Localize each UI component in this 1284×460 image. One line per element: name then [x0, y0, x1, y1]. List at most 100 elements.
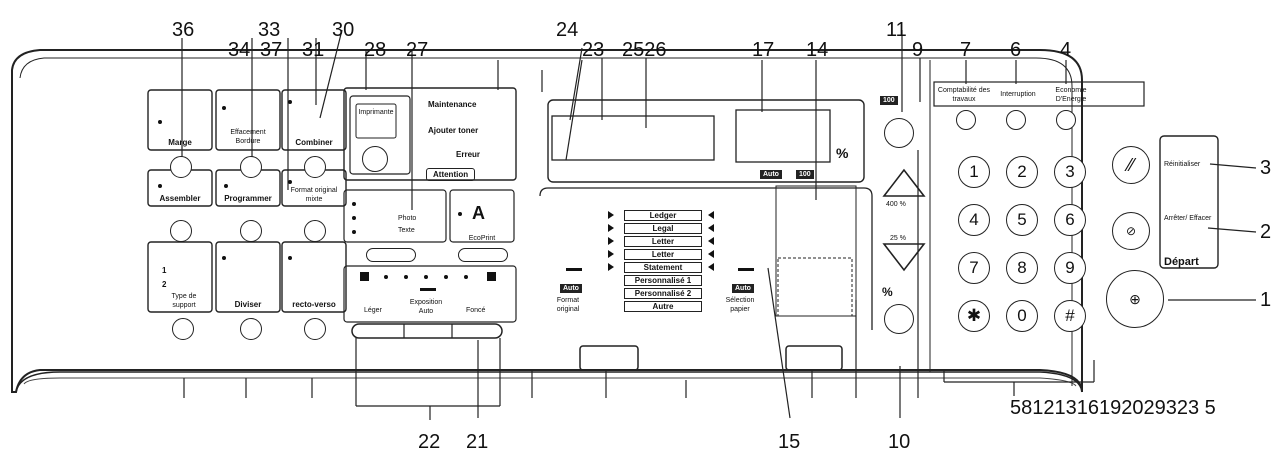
zoom-percent-button[interactable] [884, 304, 914, 334]
type-support-box [147, 241, 213, 313]
diviser-button[interactable] [240, 318, 262, 340]
imprimante-button[interactable] [362, 146, 388, 172]
recto-verso-box [281, 241, 347, 313]
keypad-key[interactable]: 6 [1054, 204, 1086, 236]
percent-display [735, 109, 831, 163]
keypad-key[interactable]: ✱ [958, 300, 990, 332]
ecoprint-label: EcoPrint [468, 235, 496, 242]
interruption-button[interactable] [1006, 110, 1026, 130]
type-support-option-2: 2 [162, 280, 167, 289]
keypad-key[interactable]: 9 [1054, 252, 1086, 284]
zoom-400-label: 400 % [886, 201, 906, 208]
paper-arrow-left-icon [708, 250, 714, 258]
attention-label: Attention [426, 168, 476, 181]
paper-arrow-right-icon [608, 263, 614, 271]
arreter-button[interactable]: ⊘ [1112, 212, 1150, 250]
callout-3: 3 [1260, 157, 1272, 179]
keypad-key[interactable]: 2 [1006, 156, 1038, 188]
programmer-label: Programmer [224, 194, 272, 203]
panel-outline [11, 49, 1083, 393]
paper-section-frame [539, 187, 873, 330]
format-mixte-button[interactable] [304, 220, 326, 242]
zoom-down-triangle [882, 243, 926, 272]
imprimante-frame [355, 103, 397, 139]
type-support-button[interactable] [172, 318, 194, 340]
paper-size-row: Personnalisé 2 [624, 288, 702, 299]
economie-button[interactable] [1056, 110, 1076, 130]
quality-block [343, 189, 447, 243]
keypad-key[interactable]: 8 [1006, 252, 1038, 284]
display-frame [547, 99, 865, 183]
paper-btn-frame [785, 345, 843, 371]
callout-9: 9 [912, 39, 924, 61]
recto-verso-button[interactable] [304, 318, 326, 340]
arreter-label: Arrêter/ Effacer [1164, 215, 1212, 222]
leger-label: Léger [364, 307, 382, 314]
paper-arrow-right-icon [608, 237, 614, 245]
callout-1: 1 [1260, 289, 1272, 311]
callout-7: 7 [960, 39, 972, 61]
programmer-button[interactable] [240, 220, 262, 242]
cassette-dashed [777, 257, 853, 317]
format-original-auto-badge: Auto [560, 284, 582, 293]
paper-size-row: Ledger [624, 210, 702, 221]
callout-4: 4 [1060, 39, 1072, 61]
erreur-label: Erreur [456, 150, 481, 159]
keypad-key[interactable]: 3 [1054, 156, 1086, 188]
assembler-button[interactable] [170, 220, 192, 242]
interruption-label: Interruption [1000, 91, 1036, 98]
ecoprint-a-icon: A [472, 203, 485, 223]
comptabilite-button[interactable] [956, 110, 976, 130]
quality-button[interactable] [366, 248, 416, 262]
ecoprint-block [449, 189, 515, 243]
diviser-led [222, 256, 226, 260]
paper-size-row: Statement [624, 262, 702, 273]
depart-button[interactable]: ⊕ [1106, 270, 1164, 328]
marge-button[interactable] [170, 156, 192, 178]
quality-led-3 [352, 230, 356, 234]
ecoprint-button[interactable] [458, 248, 508, 262]
exposure-dot-4 [444, 275, 448, 279]
callout-23: 23 [582, 39, 605, 61]
marge-led [158, 120, 162, 124]
exposure-auto-led [420, 288, 436, 291]
selection-papier-auto-badge: Auto [732, 284, 754, 293]
ajouter-toner-label: Ajouter toner [428, 126, 479, 135]
reinitialiser-label: Réinitialiser [1164, 161, 1201, 168]
effacement-button[interactable] [240, 156, 262, 178]
cassette-frame [775, 185, 857, 317]
reinitialiser-button[interactable]: ⁄⁄ [1112, 146, 1150, 184]
callout-11: 11 [886, 19, 907, 41]
fonce-label: Foncé [466, 307, 486, 314]
callout-lines [181, 29, 1257, 420]
paper-size-row: Letter [624, 236, 702, 247]
exposure-dark-icon [487, 272, 496, 281]
exposure-dot-5 [464, 275, 468, 279]
combiner-led [288, 100, 292, 104]
marge-label: Marge [168, 138, 192, 147]
selection-papier-led [738, 268, 754, 271]
exposure-light-icon [360, 272, 369, 281]
combiner-button[interactable] [304, 156, 326, 178]
callout-6: 6 [1010, 39, 1022, 61]
keypad-key[interactable]: # [1054, 300, 1086, 332]
type-support-label: Type de support [171, 293, 197, 309]
callout-27: 27 [406, 39, 429, 61]
zoom-preset-button[interactable] [884, 118, 914, 148]
keypad-key[interactable]: 7 [958, 252, 990, 284]
recto-verso-label: recto-verso [292, 300, 336, 309]
combiner-label: Combiner [295, 138, 333, 147]
callout-2526: 2526 [622, 39, 667, 61]
quality-led-2 [352, 216, 356, 220]
callout-14: 14 [806, 39, 829, 61]
keypad-key[interactable]: 4 [958, 204, 990, 236]
paper-arrow-right-icon [608, 250, 614, 258]
keypad-key[interactable]: 5 [1006, 204, 1038, 236]
combiner-box [281, 89, 347, 151]
keypad-key[interactable]: 1 [958, 156, 990, 188]
keypad-key[interactable]: 0 [1006, 300, 1038, 332]
depart-label: Départ [1164, 256, 1199, 268]
printer-subbox [349, 95, 411, 175]
maintenance-label: Maintenance [428, 100, 477, 109]
display-percent-sign: % [836, 145, 849, 161]
